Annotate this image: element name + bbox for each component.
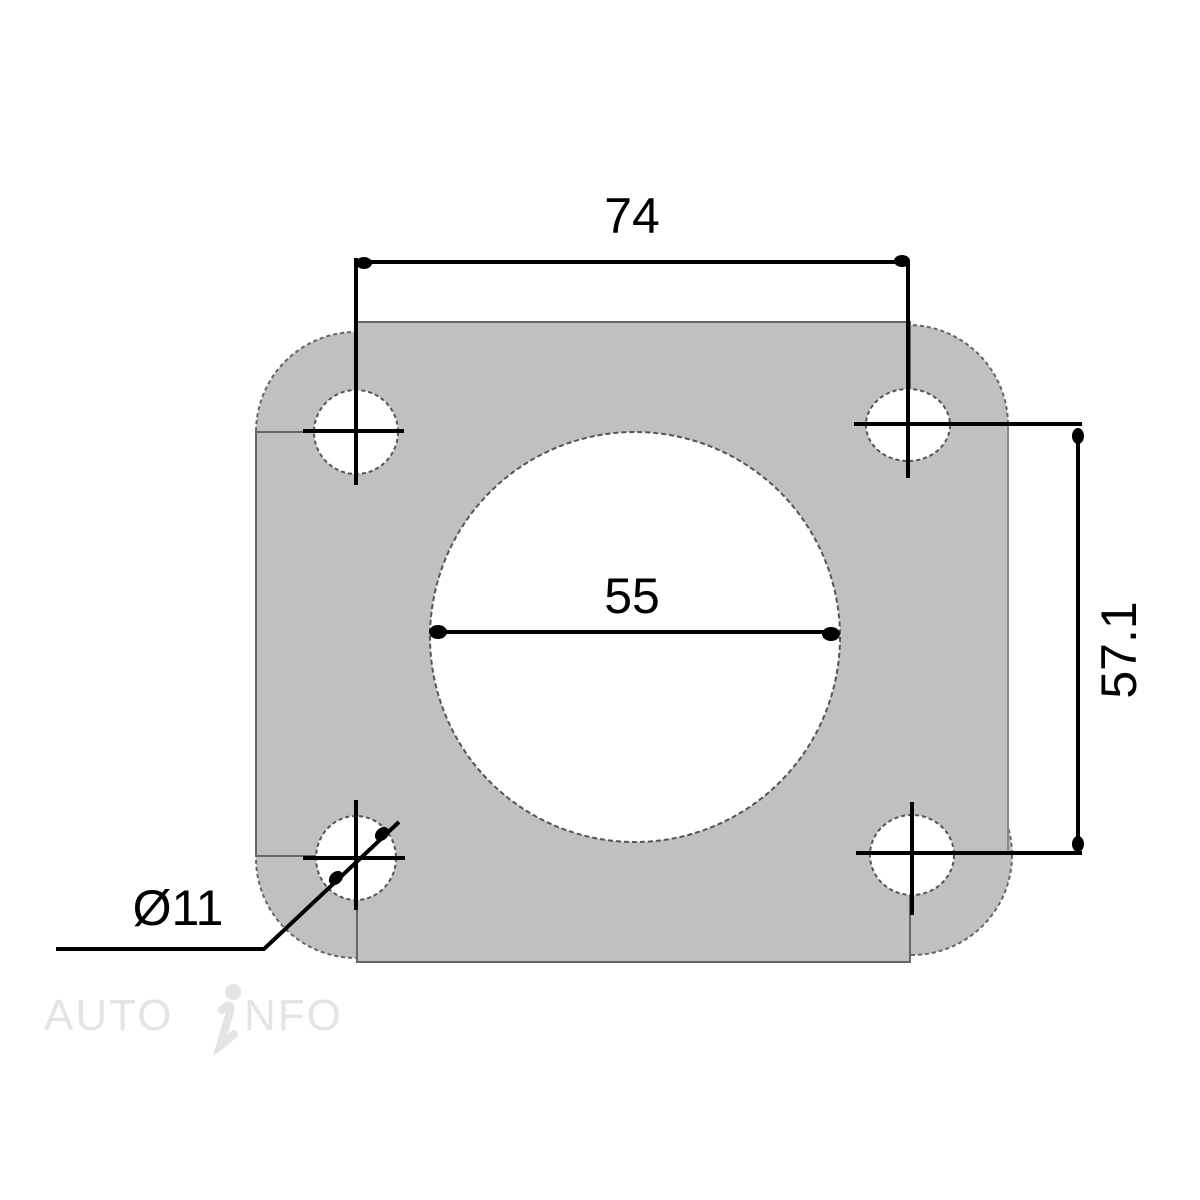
dimension-diameter-11: Ø11 [56, 820, 401, 951]
dimension-label-57-1: 57.1 [1091, 601, 1147, 698]
arrow-dot [374, 826, 390, 842]
center-bore [429, 431, 841, 843]
dimension-55: 55 [429, 568, 840, 641]
hole-crosshairs [303, 258, 1082, 915]
arrow-dot [894, 255, 910, 267]
dimension-label-55: 55 [604, 568, 660, 624]
arrow-dot [1072, 428, 1084, 444]
dimension-74: 74 [356, 188, 910, 269]
dimension-label-diameter-11: Ø11 [133, 880, 224, 936]
dimension-label-74: 74 [604, 188, 660, 244]
arrow-dot [356, 257, 372, 269]
seam-cover-right [902, 427, 1006, 851]
arrow-dot [822, 627, 840, 641]
watermark-logo: AUTO NFO [44, 984, 343, 1057]
arrow-dot [1072, 836, 1084, 852]
gasket-body [255, 321, 1013, 963]
watermark-text-left: AUTO [44, 991, 173, 1040]
dimension-57-1: 57.1 [1072, 428, 1147, 852]
info-i-icon [212, 984, 241, 1057]
arrow-dot [328, 870, 344, 886]
arrow-dot [429, 625, 447, 639]
seam-cover-left [258, 434, 364, 854]
watermark-text-right: NFO [244, 991, 343, 1040]
